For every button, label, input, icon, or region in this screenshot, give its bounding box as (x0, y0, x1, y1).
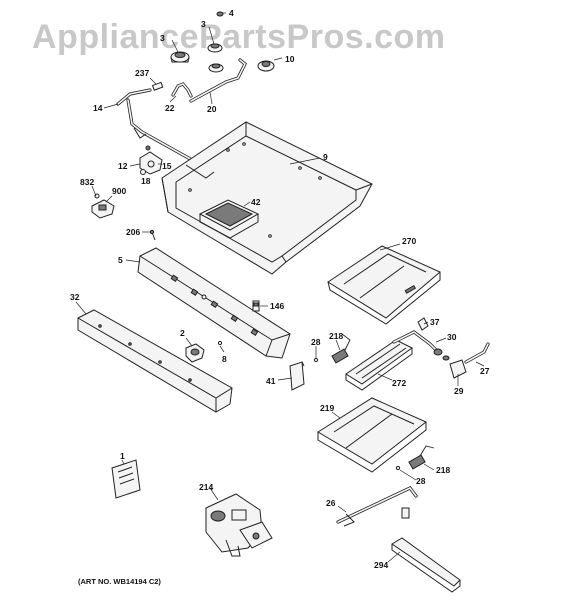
callout-42: 42 (251, 197, 261, 207)
fitting-29 (449, 359, 467, 379)
art-number: (ART NO. WB14194 C2) (78, 577, 161, 586)
watermark-text: AppliancePartsPros.com (32, 18, 445, 56)
callout-10: 10 (285, 54, 295, 64)
callout-2: 2 (180, 328, 185, 338)
callout-28-upper: 28 (311, 337, 321, 347)
leader-lines (75, 12, 485, 563)
burner-tube-22 (171, 82, 193, 98)
valve-bracket-12 (139, 145, 163, 175)
callout-30: 30 (447, 332, 457, 342)
screw-18 (140, 169, 146, 175)
callout-270: 270 (402, 236, 416, 246)
callout-32: 32 (70, 292, 80, 302)
callout-237: 237 (135, 68, 149, 78)
knob-2 (185, 343, 205, 363)
callout-12: 12 (118, 161, 128, 171)
callout-3-center: 3 (201, 19, 206, 29)
burner-head-right (257, 60, 275, 72)
callout-5: 5 (118, 255, 123, 265)
pipe-27 (464, 342, 490, 364)
callout-218-lower: 218 (436, 465, 450, 475)
screw-8 (217, 340, 223, 346)
box-cover-42 (198, 199, 260, 239)
callout-218-upper: 218 (329, 331, 343, 341)
callout-219: 219 (320, 403, 334, 413)
callout-26: 26 (326, 498, 336, 508)
callout-labels: 4 3 3 10 237 22 20 14 9 12 15 18 832 900… (70, 8, 490, 570)
burner-box-9 (161, 121, 373, 275)
callout-4: 4 (229, 8, 234, 18)
clip-146 (252, 300, 260, 312)
burner-tube-20 (189, 58, 248, 103)
callout-29: 29 (454, 386, 464, 396)
igniter-bracket-900 (91, 199, 115, 219)
trim-strip-32 (77, 309, 233, 413)
burner-cover-219 (317, 397, 427, 473)
burner-head-center (207, 43, 224, 73)
screw-832 (94, 193, 100, 199)
callout-22: 22 (165, 103, 175, 113)
bracket-41 (289, 361, 305, 391)
callout-41: 41 (266, 376, 276, 386)
callout-14: 14 (93, 103, 103, 113)
burner-head-left (170, 51, 190, 63)
igniter-218-upper (331, 333, 351, 364)
screw-206 (149, 229, 156, 241)
callout-294: 294 (374, 560, 388, 570)
bracket-294 (391, 537, 461, 593)
callout-8: 8 (222, 354, 227, 364)
callout-28-lower: 28 (416, 476, 426, 486)
burner-tube-26 (336, 485, 418, 527)
gas-manifold-14 (116, 88, 212, 172)
callout-900: 900 (112, 186, 126, 196)
screw-28-upper (313, 357, 319, 363)
callout-272: 272 (392, 378, 406, 388)
callout-37: 37 (430, 317, 440, 327)
gas-valve-214 (205, 493, 273, 557)
front-panel-5 (137, 247, 291, 359)
owners-manual-1 (111, 459, 141, 499)
igniter-218-lower (408, 445, 435, 470)
callout-214: 214 (199, 482, 213, 492)
callout-20: 20 (207, 104, 217, 114)
burner-cover-270 (327, 245, 441, 325)
callout-15: 15 (162, 161, 172, 171)
callout-3-left: 3 (160, 33, 165, 43)
callout-146: 146 (270, 301, 284, 311)
burner-cap-small (216, 11, 224, 17)
callout-27: 27 (480, 366, 490, 376)
callout-832: 832 (80, 177, 94, 187)
callout-206: 206 (126, 227, 140, 237)
callout-1: 1 (120, 451, 125, 461)
callout-18: 18 (141, 176, 151, 186)
burner-tube-30 (392, 330, 450, 361)
orifice-37 (417, 317, 429, 331)
screw-28-lower (395, 465, 401, 471)
callout-9: 9 (323, 152, 328, 162)
orifice-237 (151, 81, 164, 91)
burner-272 (345, 339, 413, 391)
